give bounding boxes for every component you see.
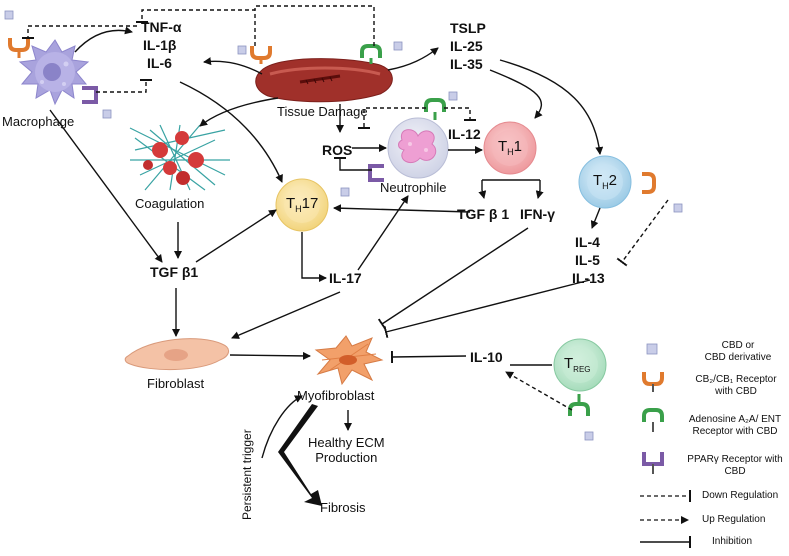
coagulation-illustration: [129, 124, 230, 191]
cb-receptor-th2: [642, 172, 656, 194]
label-il-1b: IL-1β: [143, 37, 177, 53]
label-macrophage: Macrophage: [2, 114, 75, 129]
cb-receptor-macrophage: [8, 38, 30, 58]
macrophage-cell: [18, 39, 90, 106]
label-il-25: IL-25: [450, 38, 483, 54]
cb-receptor-tissue: [250, 46, 272, 64]
legend-icons: [640, 343, 691, 548]
label-coagulation: Coagulation: [135, 196, 205, 211]
label-th17: TH17: [286, 195, 319, 214]
label-myofibroblast: Myofibroblast: [297, 388, 375, 403]
label-tgfb1-top: TGF β 1: [457, 206, 510, 222]
th17-cell: [275, 178, 329, 232]
label-tissue-damage: Tissue Damage: [277, 104, 368, 119]
legend-inhibition-label: Inhibition: [712, 536, 753, 547]
label-persistent-trigger: Persistent trigger: [240, 429, 254, 520]
label-ifn-gamma: IFN-γ: [520, 206, 555, 222]
label-il-4: IL-4: [575, 234, 600, 250]
label-treg: TREG: [564, 355, 591, 374]
label-neutrophile: Neutrophile: [380, 180, 447, 195]
legend-adenosine-receptor-icon: [642, 408, 664, 432]
ppar-receptor-neutrophil: [368, 164, 384, 182]
arrows: [22, 5, 669, 459]
th2-cell: [578, 155, 632, 209]
label-il-17: IL-17: [329, 270, 362, 286]
fibroblast-cell: [124, 338, 229, 371]
label-il-12: IL-12: [448, 126, 481, 142]
label-il-10: IL-10: [470, 349, 503, 365]
legend-down-regulation-label: Down Regulation: [702, 490, 779, 501]
legend-ppar-receptor-icon: [642, 452, 664, 474]
myofibroblast-cell: [314, 335, 384, 386]
label-ros: ROS: [322, 142, 353, 158]
fibrosis-arrow: [278, 404, 322, 506]
label-fibrosis: Fibrosis: [320, 500, 366, 515]
treg-cell: [553, 338, 607, 392]
label-il-5: IL-5: [575, 252, 600, 268]
label-th1: TH1: [498, 138, 523, 157]
label-fibroblast: Fibroblast: [147, 376, 205, 391]
ppar-receptor-macrophage: [82, 86, 98, 104]
adenosine-receptor-tissue: [360, 44, 382, 64]
label-tnf-alpha: TNF-α: [141, 19, 182, 35]
neutrophil-cell: [387, 117, 449, 179]
adenosine-receptor-treg: [568, 394, 590, 416]
label-il-6: IL-6: [147, 55, 172, 71]
adenosine-receptor-neutrophil: [424, 98, 446, 120]
tissue-damage-illustration: [255, 58, 393, 103]
legend-up-regulation-label: Up Regulation: [702, 514, 766, 525]
cbd-squares: [4, 10, 683, 441]
label-il-35: IL-35: [450, 56, 483, 72]
label-tgfb1-left: TGF β1: [150, 264, 199, 280]
label-tslp: TSLP: [450, 20, 486, 36]
th1-cell: [483, 121, 537, 175]
label-il-13: IL-13: [572, 270, 605, 286]
legend-cb-receptor-icon: [642, 372, 664, 392]
legend-cbd-square-icon: [646, 343, 658, 355]
label-th2: TH2: [593, 172, 618, 191]
